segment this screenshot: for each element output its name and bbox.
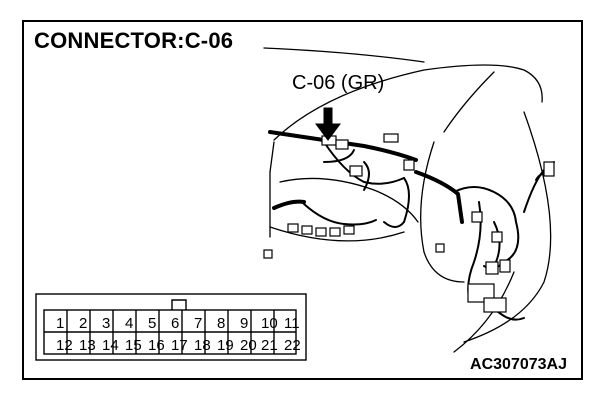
pin-label: 4: [125, 315, 134, 332]
pin-label: 7: [194, 315, 203, 332]
pin-label: 12: [56, 337, 73, 354]
pin-label: 11: [284, 315, 300, 332]
pin-label: 17: [171, 337, 188, 354]
illustration-code: AC307073AJ: [470, 356, 567, 373]
pin-label: 2: [79, 315, 88, 332]
connector-title: CONNECTOR:C-06: [34, 28, 234, 53]
pin-label: 1: [56, 315, 65, 332]
pin-label: 9: [240, 315, 249, 332]
pin-label: 19: [217, 337, 234, 354]
connector-pin-layout: 1 2 3 4 5 6 7 8 9 10 11 12 13 14 15 16 1…: [56, 298, 324, 376]
pin-label: 21: [261, 337, 278, 354]
pin-label: 14: [102, 337, 119, 354]
pin-label: 18: [194, 337, 211, 354]
diagram-frame: CONNECTOR:C-06: [22, 20, 583, 380]
pin-label: 22: [284, 337, 301, 354]
vehicle-harness-illustration: [35, 47, 555, 361]
pin-label: 10: [261, 315, 278, 332]
pin-label: 16: [148, 337, 165, 354]
pin-label: 6: [171, 315, 180, 332]
pin-label: 5: [148, 315, 157, 332]
pin-label: 13: [79, 337, 96, 354]
pin-label: 8: [217, 315, 226, 332]
pin-label: 20: [240, 337, 257, 354]
pin-label: 15: [125, 337, 142, 354]
pin-label: 3: [102, 315, 111, 332]
connector-callout-label: C-06 (GR): [292, 72, 385, 94]
